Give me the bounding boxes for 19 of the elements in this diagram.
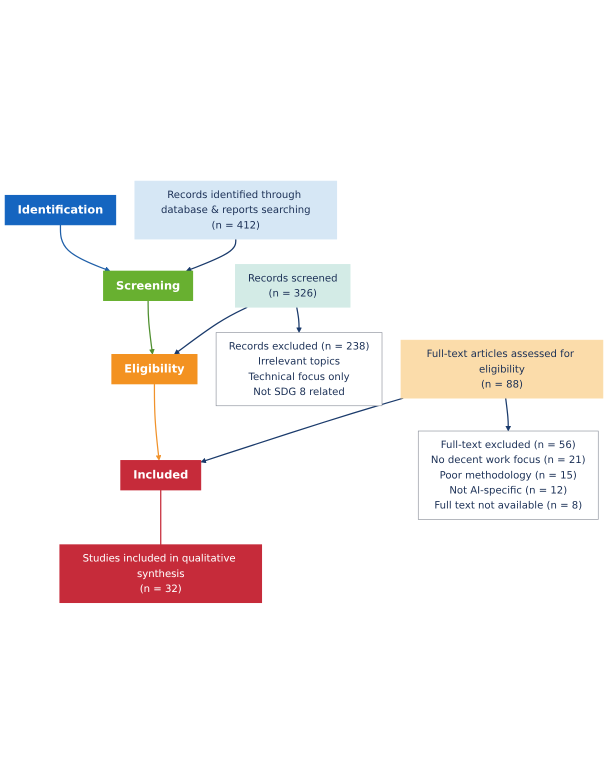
node-box: Included <box>120 460 202 490</box>
node-box: Records identified through database & reports searching (n = 412) <box>134 180 338 240</box>
arrow <box>154 384 162 460</box>
node-box: Records screened (n = 326) <box>235 264 350 308</box>
arrow <box>296 306 302 332</box>
node-box: Studies included in qualitative synthesis (n = 32) <box>59 544 262 603</box>
node-box: Screening <box>103 270 194 301</box>
node-box: Identification <box>4 194 116 225</box>
arrow <box>174 306 248 354</box>
node-box: Eligibility <box>111 354 198 384</box>
node-box: Records excluded (n = 238) Irrelevant topics Technical focus only Not SDG 8 related <box>216 332 382 406</box>
node-box: Full-text articles assessed for eligibility (n = 88) <box>400 339 604 398</box>
node-box: Full-text excluded (n = 56) No decent work focus (n = 21) Poor methodology (n = 15) Not AI-specific (n = 12) Full text not available (n = 8) <box>418 430 599 520</box>
connector <box>160 490 162 544</box>
arrow <box>186 238 236 272</box>
arrow <box>200 397 404 463</box>
arrow <box>60 224 110 272</box>
arrow <box>505 398 512 431</box>
arrow <box>147 300 155 354</box>
